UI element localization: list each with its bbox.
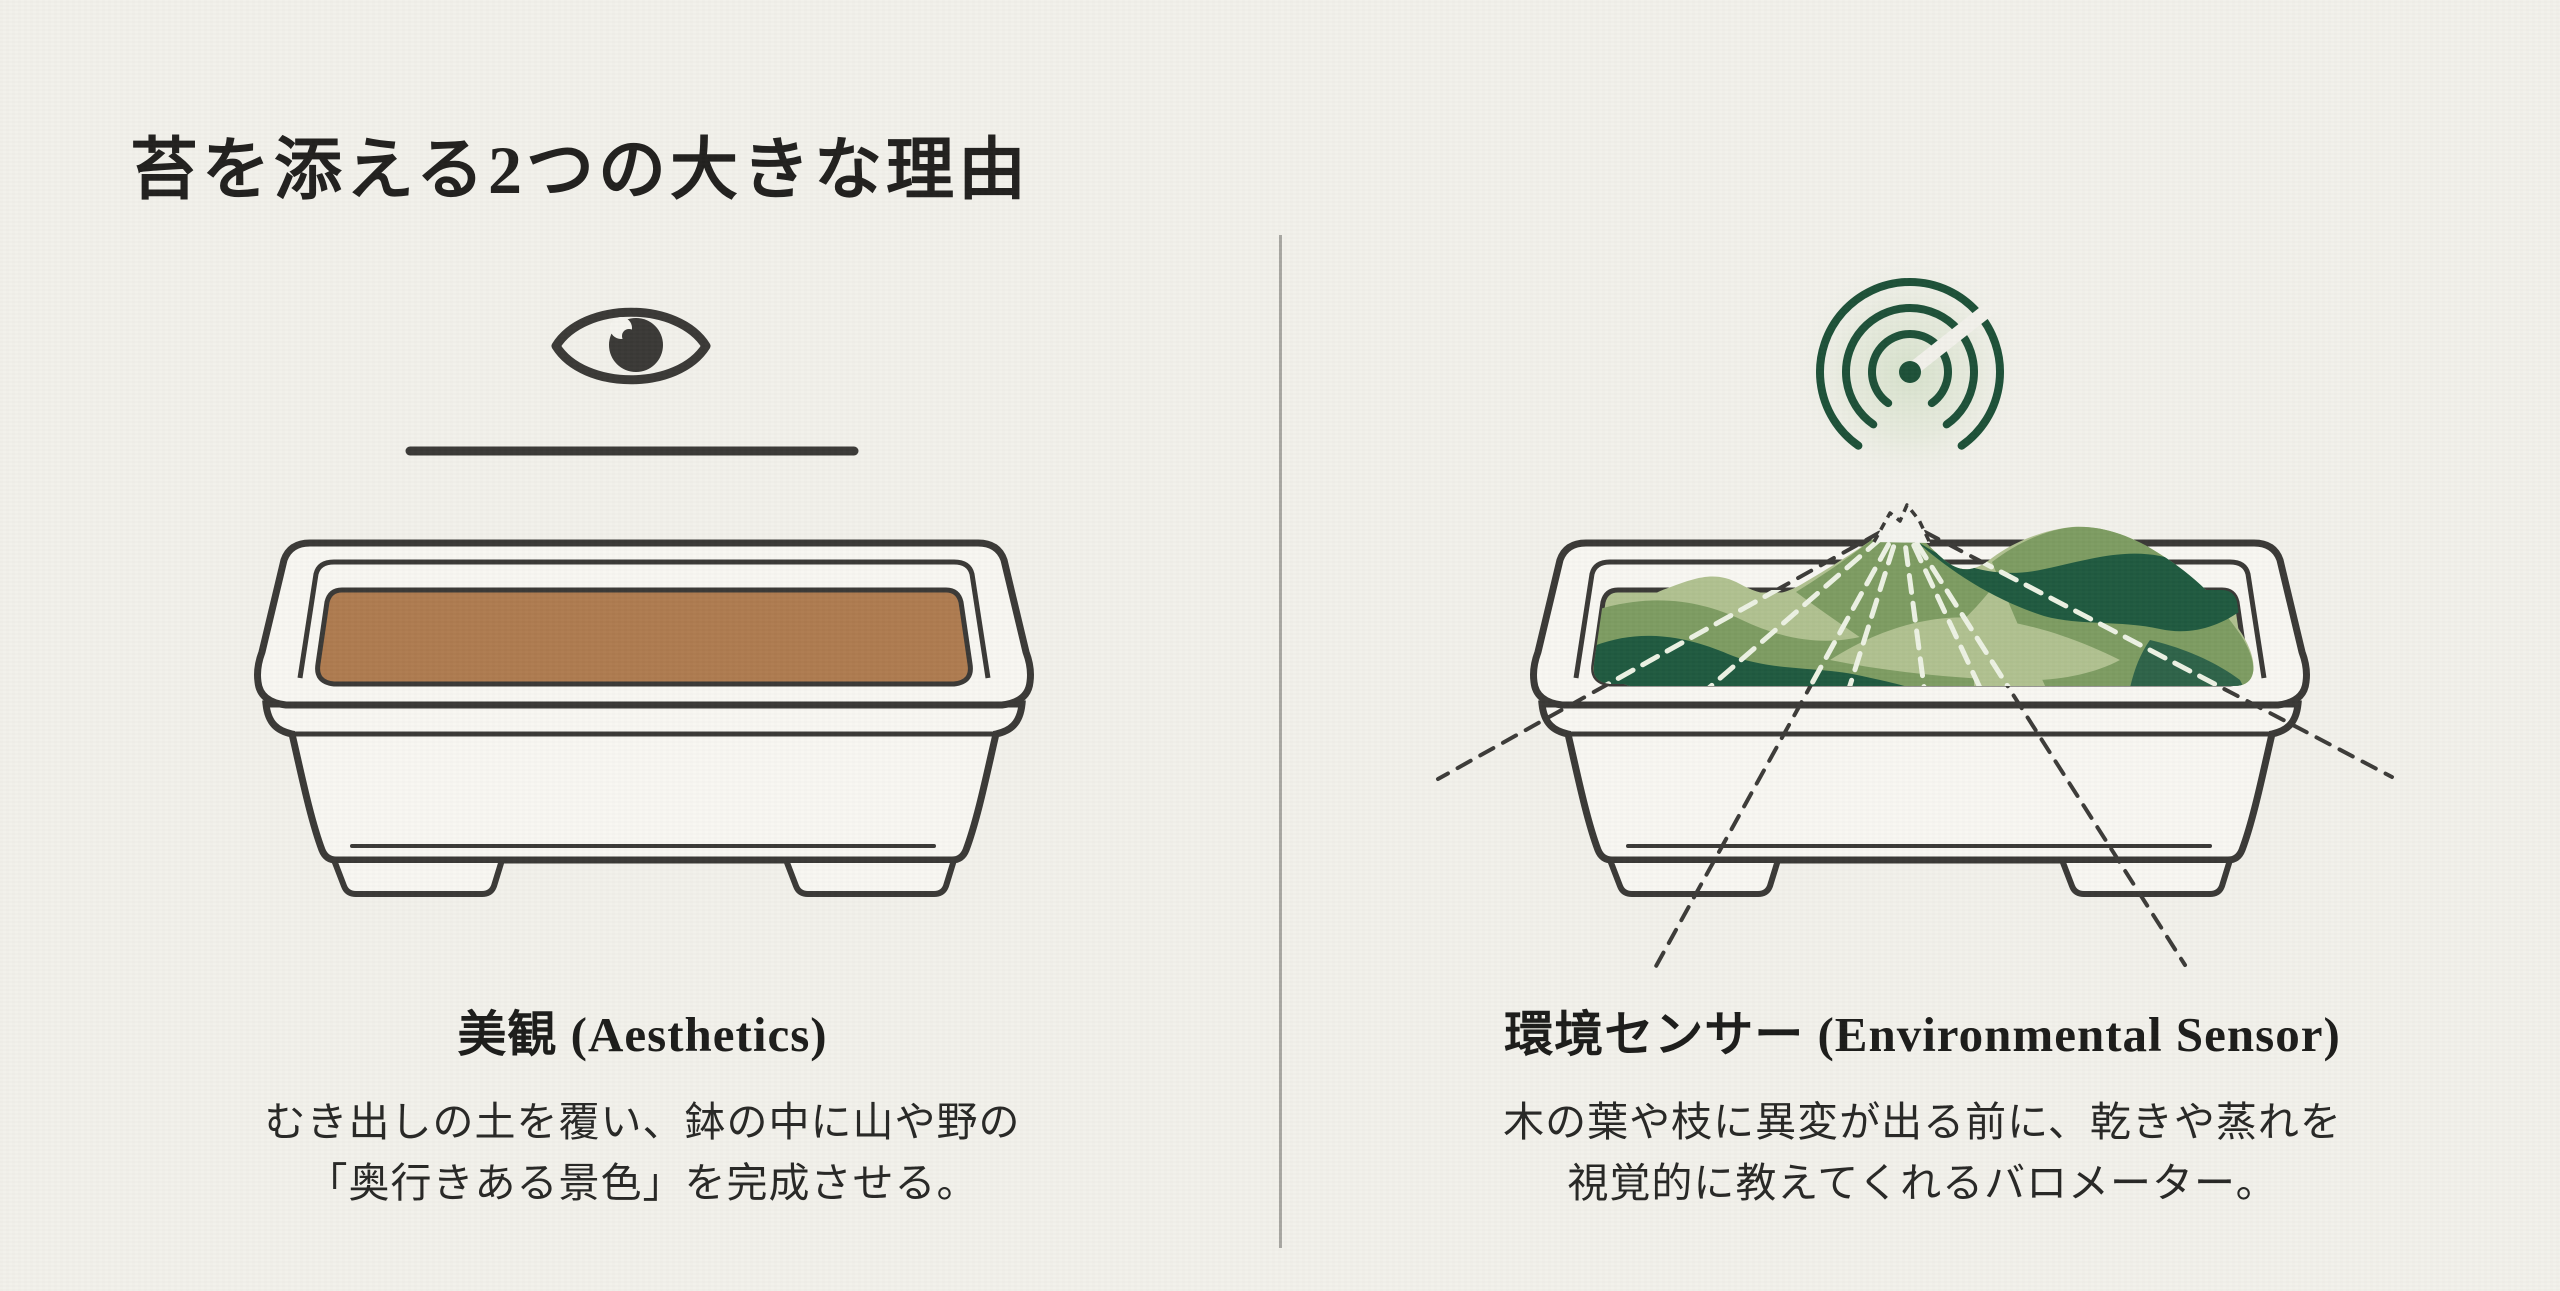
bare-soil xyxy=(315,587,973,687)
eye-icon xyxy=(551,307,711,385)
pot-foot xyxy=(331,857,505,897)
aesthetics-description-line2: 「奥行きある景色」を完成させる。 xyxy=(306,1160,979,1206)
sensor-rays-outside xyxy=(1436,518,2394,970)
pot-foot xyxy=(1607,857,1781,897)
aesthetics-description: むき出しの土を覆い、鉢の中に山や野の 「奥行きある景色」を完成させる。 xyxy=(0,1092,1285,1214)
sensor-description: 木の葉や枝に異変が出る前に、乾きや蒸れを 視覚的に教えてくれるバロメーター。 xyxy=(1285,1092,2560,1214)
pot-foot xyxy=(783,857,957,897)
bonsai-pot-soil xyxy=(254,539,1034,897)
sensor-heading: 環境センサー (Environmental Sensor) xyxy=(1504,1007,2341,1062)
sensor-illustration xyxy=(1436,252,2394,970)
aesthetics-caption: 美観 (Aesthetics) むき出しの土を覆い、鉢の中に山や野の 「奥行きあ… xyxy=(0,995,1285,1214)
panel-divider xyxy=(1279,235,1282,1248)
page-title: 苔を添える2つの大きな理由 xyxy=(130,131,1030,208)
aesthetics-heading: 美観 (Aesthetics) xyxy=(457,1007,828,1062)
aesthetics-illustration xyxy=(254,307,1034,897)
bonsai-pot-moss xyxy=(1436,503,2394,970)
sensor-description-line2: 視覚的に教えてくれるバロメーター。 xyxy=(1567,1160,2278,1206)
radar-signal-icon xyxy=(1790,252,2030,492)
pot-foot xyxy=(2059,857,2233,897)
summit-peak-marker xyxy=(1872,503,1932,544)
sensor-description-line1: 木の葉や枝に異変が出る前に、乾きや蒸れを xyxy=(1503,1099,2342,1145)
sensor-caption: 環境センサー (Environmental Sensor) 木の葉や枝に異変が出… xyxy=(1285,995,2560,1214)
aesthetics-description-line1: むき出しの土を覆い、鉢の中に山や野の xyxy=(264,1099,1021,1145)
